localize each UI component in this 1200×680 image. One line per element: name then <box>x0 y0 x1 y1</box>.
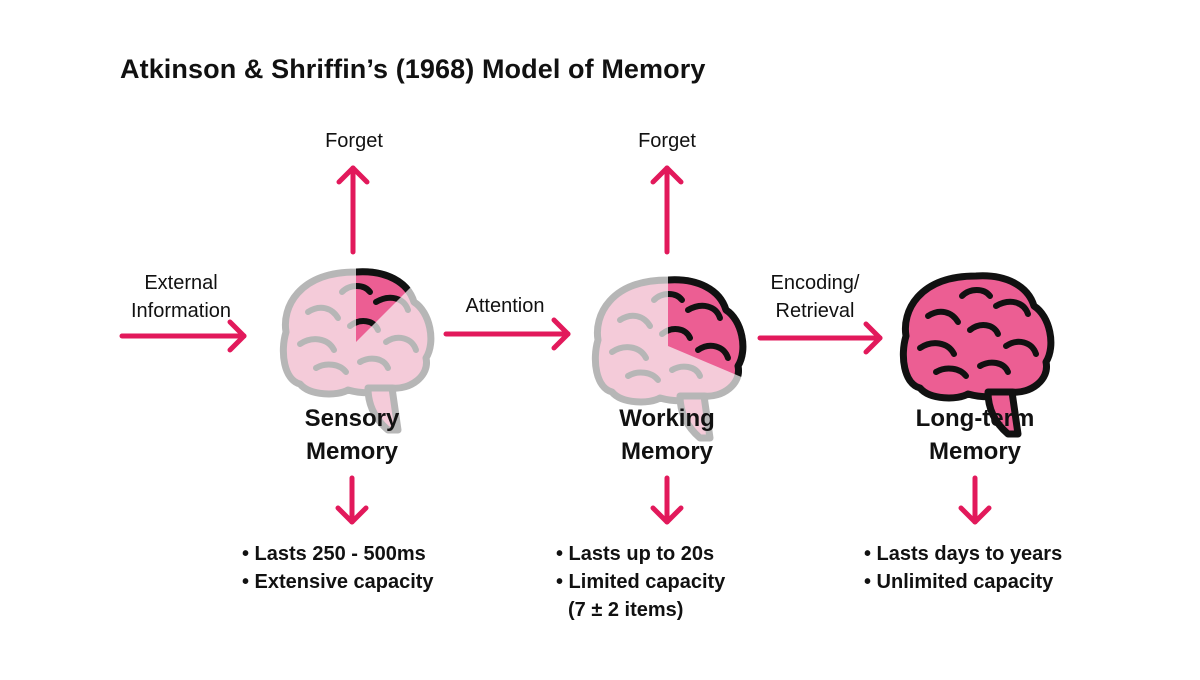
external-label-line2: Information <box>130 300 232 322</box>
fact-item: • Unlimited capacity <box>864 571 1054 593</box>
down-arrow-1-icon <box>335 475 369 525</box>
stage-name-line2: Memory <box>620 438 714 465</box>
encoding-arrow-icon <box>757 321 883 355</box>
stage-name-line2: Memory <box>305 438 399 465</box>
working-facts-list: • Lasts up to 20s • Limited capacity (7 … <box>556 540 725 624</box>
stage-name-line1: Working <box>619 405 715 432</box>
fact-item: • Lasts days to years <box>864 543 1063 565</box>
sensory-facts-list: • Lasts 250 - 500ms • Extensive capacity <box>242 540 434 596</box>
down-arrow-2-icon <box>650 475 684 525</box>
external-label-line1: External <box>144 272 218 294</box>
fact-note: (7 ± 2 items) <box>568 599 684 621</box>
long-term-facts-list: • Lasts days to years • Unlimited capaci… <box>864 540 1062 596</box>
forget-arrow-2-icon <box>650 165 684 255</box>
page-title: Atkinson & Shriffin’s (1968) Model of Me… <box>120 54 706 84</box>
attention-label: Attention <box>465 295 545 317</box>
forget-arrow-1-icon <box>336 165 370 255</box>
fact-item: • Limited capacity <box>556 571 726 593</box>
stage-name-line1: Sensory <box>304 405 400 432</box>
attention-arrow-icon <box>443 317 571 351</box>
encoding-retrieval-label: Encoding/ Retrieval <box>752 269 878 325</box>
fact-item: • Extensive capacity <box>242 571 434 593</box>
working-memory-stage: Working Memory <box>577 402 757 468</box>
long-term-memory-stage: Long-term Memory <box>880 402 1070 468</box>
forget-label-1: Forget <box>325 130 383 152</box>
external-information-label: External Information <box>100 269 262 325</box>
down-arrow-3-icon <box>958 475 992 525</box>
external-arrow-icon <box>119 319 247 353</box>
forget-label-2: Forget <box>638 130 696 152</box>
fact-item: • Lasts 250 - 500ms <box>242 543 426 565</box>
encoding-label-line1: Encoding/ <box>770 272 860 294</box>
stage-name-line2: Memory <box>928 438 1022 465</box>
fact-item: • Lasts up to 20s <box>556 543 715 565</box>
sensory-memory-stage: Sensory Memory <box>262 402 442 468</box>
stage-name-line1: Long-term <box>915 405 1035 432</box>
encoding-label-line2: Retrieval <box>775 300 855 322</box>
